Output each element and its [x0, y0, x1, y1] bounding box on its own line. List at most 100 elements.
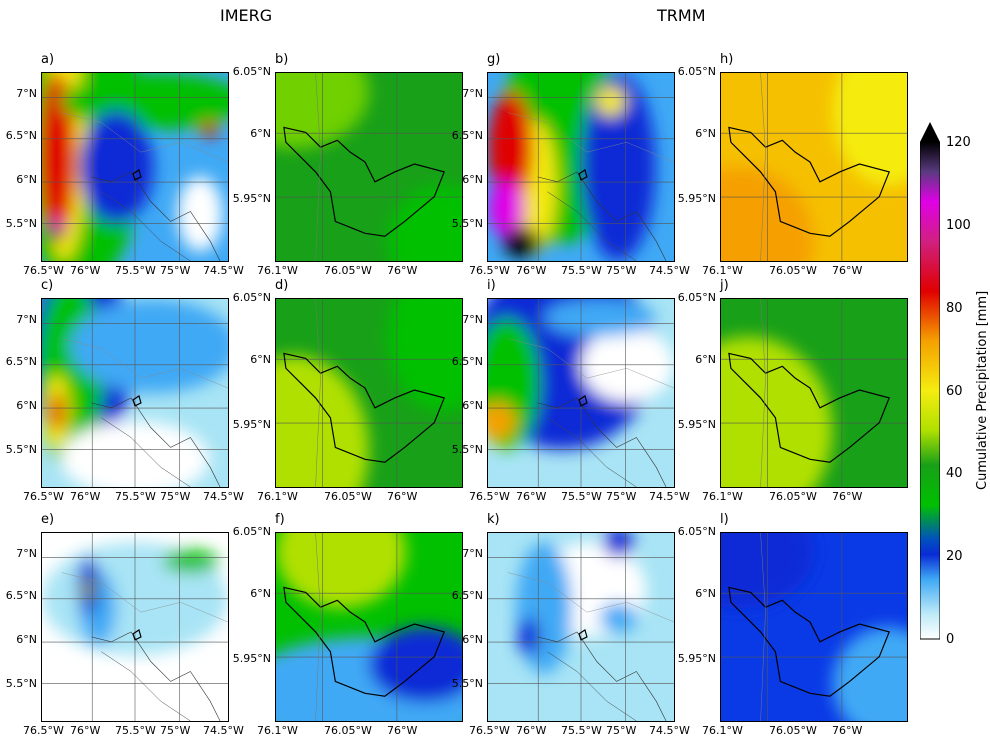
y-tick-label: 5.95°N: [232, 652, 271, 665]
x-tick-label: 76°W: [832, 724, 863, 737]
x-tick-label: 76.5°W: [23, 724, 64, 737]
x-tick-label: 76°W: [516, 264, 547, 277]
map-panel: [275, 72, 463, 262]
x-tick-label: 75.5°W: [115, 490, 156, 503]
x-tick-label: 76.5°W: [469, 264, 510, 277]
map-panel: [720, 72, 908, 262]
x-tick-label: 76.1°W: [257, 264, 298, 277]
y-tick-label: 5.5°N: [5, 677, 37, 690]
x-tick-label: 74.5°W: [649, 264, 690, 277]
x-tick-label: 76°W: [516, 724, 547, 737]
colorbar: [919, 120, 941, 640]
colorbar-tick-label: 0: [946, 632, 955, 647]
y-tick-label: 6.5°N: [451, 589, 483, 602]
x-tick-label: 75.5°W: [561, 724, 602, 737]
y-tick-label: 6.05°N: [232, 65, 271, 78]
x-tick-label: 75.5°W: [115, 724, 156, 737]
y-tick-label: 5.5°N: [451, 217, 483, 230]
x-tick-label: 76.5°W: [23, 264, 64, 277]
x-tick-label: 75.5°W: [561, 264, 602, 277]
colorbar-tick-label: 40: [946, 466, 963, 482]
y-tick-label: 6.05°N: [677, 65, 716, 78]
map-panel: [487, 532, 675, 722]
y-tick-label: 6°N: [462, 173, 483, 186]
x-tick-label: 74.5°W: [203, 264, 244, 277]
x-tick-label: 75°W: [606, 724, 637, 737]
y-tick-label: 5.5°N: [451, 443, 483, 456]
x-tick-label: 75.5°W: [561, 490, 602, 503]
x-tick-label: 76°W: [387, 724, 418, 737]
colorbar-tick-label: 60: [946, 383, 963, 399]
y-tick-label: 5.95°N: [232, 192, 271, 205]
y-tick-label: 6°N: [250, 587, 271, 600]
colorbar-label: Cumulative Precipitation [mm]: [975, 290, 990, 490]
y-tick-label: 7°N: [462, 313, 483, 326]
panel-label: g): [487, 52, 501, 67]
panel-label: a): [41, 52, 55, 67]
y-tick-label: 6.5°N: [451, 129, 483, 142]
y-tick-label: 6°N: [250, 127, 271, 140]
y-tick-label: 5.5°N: [5, 443, 37, 456]
y-tick-label: 7°N: [16, 547, 37, 560]
x-tick-label: 76.5°W: [469, 724, 510, 737]
x-tick-label: 74.5°W: [649, 724, 690, 737]
y-tick-label: 6°N: [695, 353, 716, 366]
x-tick-label: 76.05°W: [324, 490, 372, 503]
panel-label: k): [487, 512, 500, 527]
y-tick-label: 5.5°N: [5, 217, 37, 230]
y-tick-label: 6°N: [462, 399, 483, 412]
y-tick-label: 6.5°N: [5, 355, 37, 368]
y-tick-label: 6°N: [695, 127, 716, 140]
y-tick-label: 7°N: [16, 87, 37, 100]
map-panel: [275, 532, 463, 722]
x-tick-label: 76°W: [387, 264, 418, 277]
x-tick-label: 76.1°W: [702, 264, 743, 277]
x-tick-label: 76°W: [70, 724, 101, 737]
x-tick-label: 76°W: [70, 490, 101, 503]
title-imerg: IMERG: [220, 6, 273, 25]
x-tick-label: 74.5°W: [649, 490, 690, 503]
y-tick-label: 6°N: [462, 633, 483, 646]
map-panel: [720, 532, 908, 722]
x-tick-label: 76°W: [387, 490, 418, 503]
map-panel: [720, 298, 908, 488]
y-tick-label: 7°N: [462, 87, 483, 100]
panel-label: c): [41, 278, 54, 293]
x-tick-label: 76°W: [832, 264, 863, 277]
x-tick-label: 76.05°W: [769, 490, 817, 503]
y-tick-label: 5.95°N: [232, 418, 271, 431]
colorbar-tick-label: 80: [946, 300, 963, 316]
y-tick-label: 5.95°N: [677, 192, 716, 205]
map-panel: [41, 72, 229, 262]
y-tick-label: 6°N: [16, 633, 37, 646]
y-tick-label: 5.95°N: [677, 652, 716, 665]
x-tick-label: 74.5°W: [203, 724, 244, 737]
x-tick-label: 76°W: [70, 264, 101, 277]
y-tick-label: 6.05°N: [677, 291, 716, 304]
panel-label: b): [275, 52, 289, 67]
y-tick-label: 6°N: [16, 173, 37, 186]
panel-label: e): [41, 512, 55, 527]
x-tick-label: 76.1°W: [702, 724, 743, 737]
y-tick-label: 6.5°N: [5, 589, 37, 602]
panel-label: l): [720, 512, 729, 527]
x-tick-label: 76.05°W: [324, 724, 372, 737]
colorbar-tick-label: 100: [946, 217, 971, 233]
y-tick-label: 6.05°N: [677, 525, 716, 538]
x-tick-label: 74.5°W: [203, 490, 244, 503]
x-tick-label: 76.05°W: [769, 724, 817, 737]
y-tick-label: 6.5°N: [5, 129, 37, 142]
panel-label: i): [487, 278, 496, 293]
x-tick-label: 76.1°W: [257, 490, 298, 503]
panel-label: f): [275, 512, 285, 527]
y-tick-label: 6.5°N: [451, 355, 483, 368]
map-panel: [487, 298, 675, 488]
x-tick-label: 75°W: [606, 264, 637, 277]
panel-label: j): [720, 278, 729, 293]
colorbar-tick-label: 120: [946, 135, 971, 150]
y-tick-label: 5.5°N: [451, 677, 483, 690]
map-panel: [275, 298, 463, 488]
x-tick-label: 76°W: [832, 490, 863, 503]
x-tick-label: 75°W: [160, 264, 191, 277]
map-panel: [41, 298, 229, 488]
